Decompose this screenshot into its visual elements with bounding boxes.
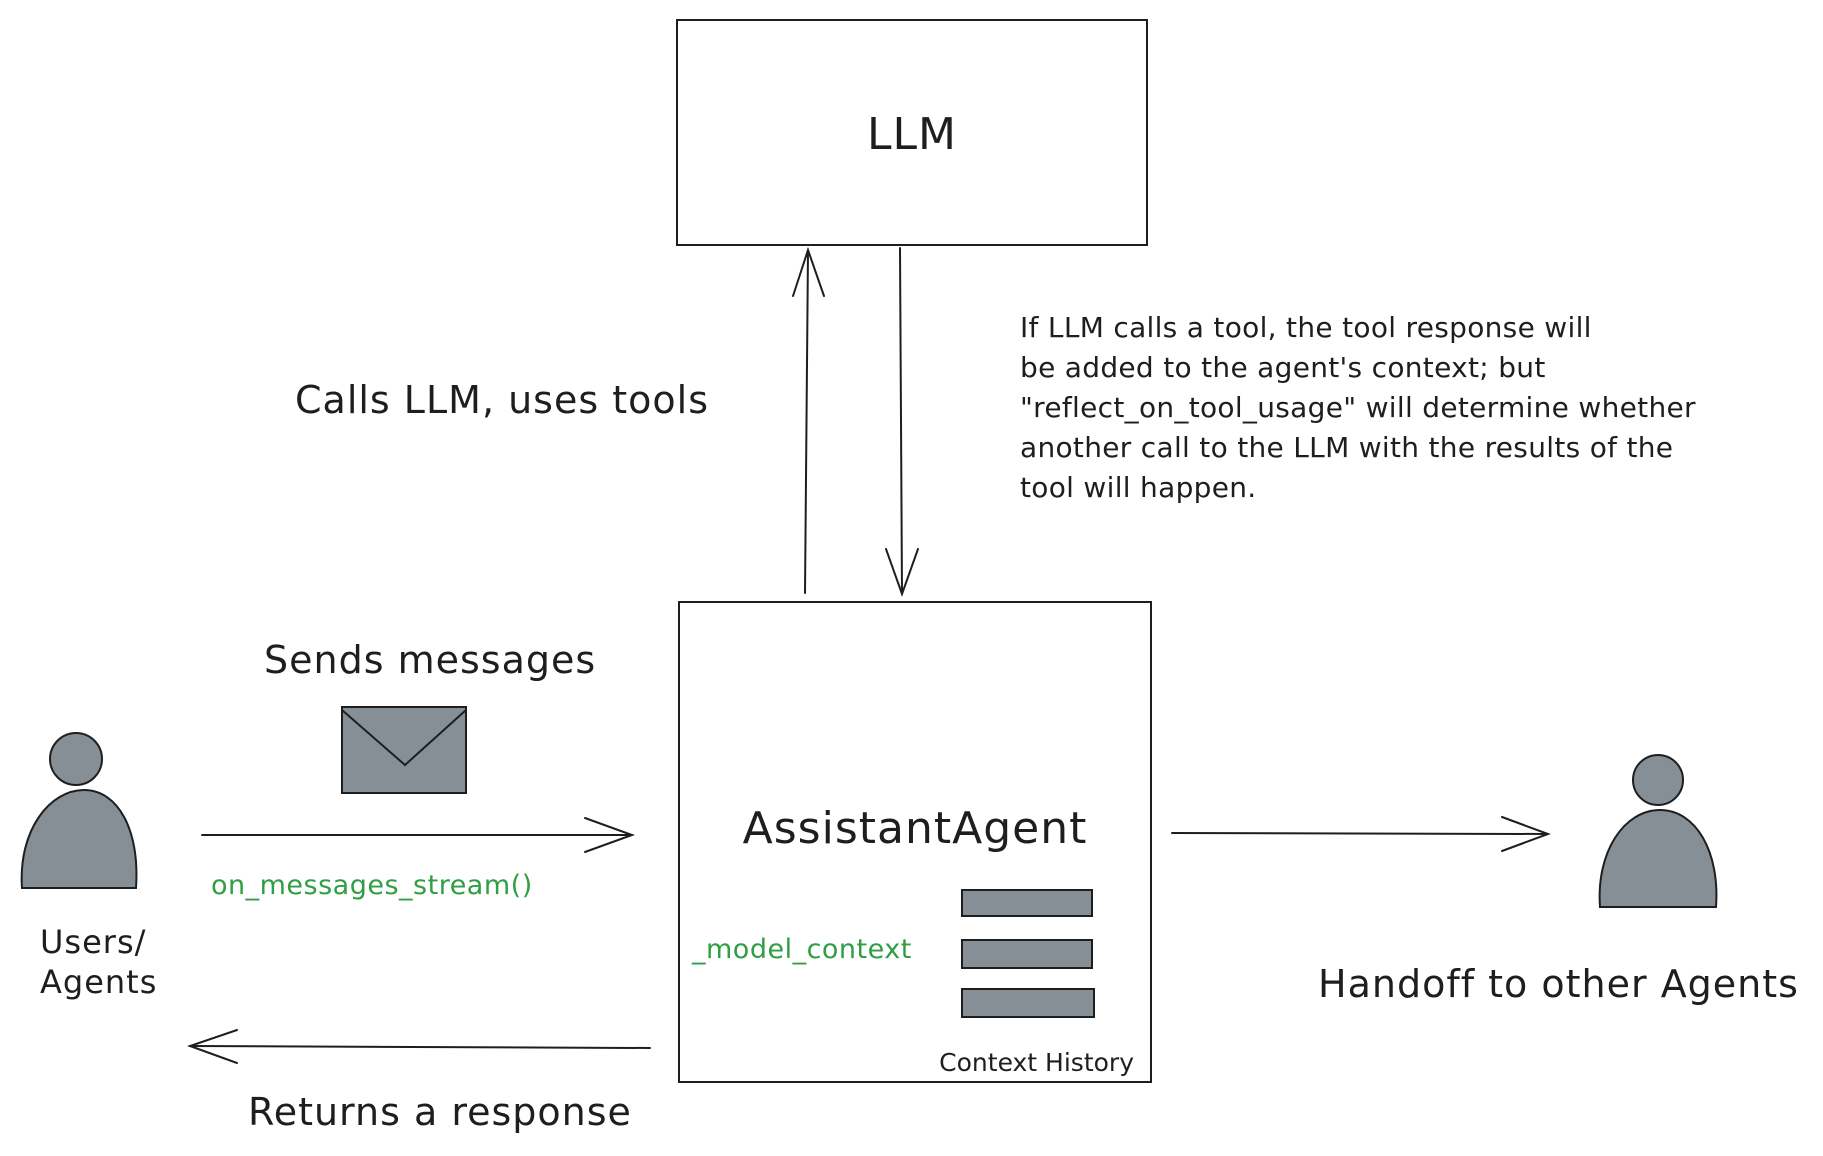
tool-usage-note: If LLM calls a tool, the tool response w…	[1020, 308, 1696, 508]
returns-response-label: Returns a response	[248, 1090, 632, 1134]
context-history-bars-icon	[961, 889, 1095, 1019]
users-label-line: Users/	[40, 923, 147, 961]
arrow-handoff	[1171, 816, 1551, 852]
llm-box: LLM	[676, 19, 1148, 246]
on-messages-stream-label: on_messages_stream()	[211, 870, 533, 901]
arrow-return-response	[186, 1029, 651, 1064]
context-bar	[961, 988, 1095, 1018]
model-context-label: _model_context	[692, 934, 912, 965]
user-left-person-icon	[20, 732, 138, 889]
note-line: tool will happen.	[1020, 471, 1257, 504]
context-bar	[961, 889, 1093, 917]
user-right-person-icon	[1598, 754, 1718, 908]
llm-title: LLM	[867, 109, 957, 160]
arrow-from-llm	[885, 247, 919, 597]
note-line: If LLM calls a tool, the tool response w…	[1020, 311, 1592, 344]
context-history-label: Context History	[939, 1048, 1134, 1077]
assistant-agent-title: AssistantAgent	[742, 803, 1088, 854]
note-line: be added to the agent's context; but	[1020, 351, 1546, 384]
sends-messages-label: Sends messages	[264, 638, 597, 682]
assistant-agent-box: AssistantAgent Context History	[678, 601, 1152, 1083]
handoff-label: Handoff to other Agents	[1318, 962, 1799, 1006]
users-agents-label: Users/ Agents	[40, 922, 157, 1002]
arrow-to-llm	[792, 246, 825, 594]
envelope-icon	[341, 706, 467, 794]
note-line: "reflect_on_tool_usage" will determine w…	[1020, 391, 1696, 424]
context-bar	[961, 939, 1093, 969]
note-line: another call to the LLM with the results…	[1020, 431, 1674, 464]
users-label-line: Agents	[40, 963, 158, 1001]
calls-llm-label: Calls LLM, uses tools	[295, 378, 709, 422]
arrow-send-messages	[201, 817, 635, 853]
